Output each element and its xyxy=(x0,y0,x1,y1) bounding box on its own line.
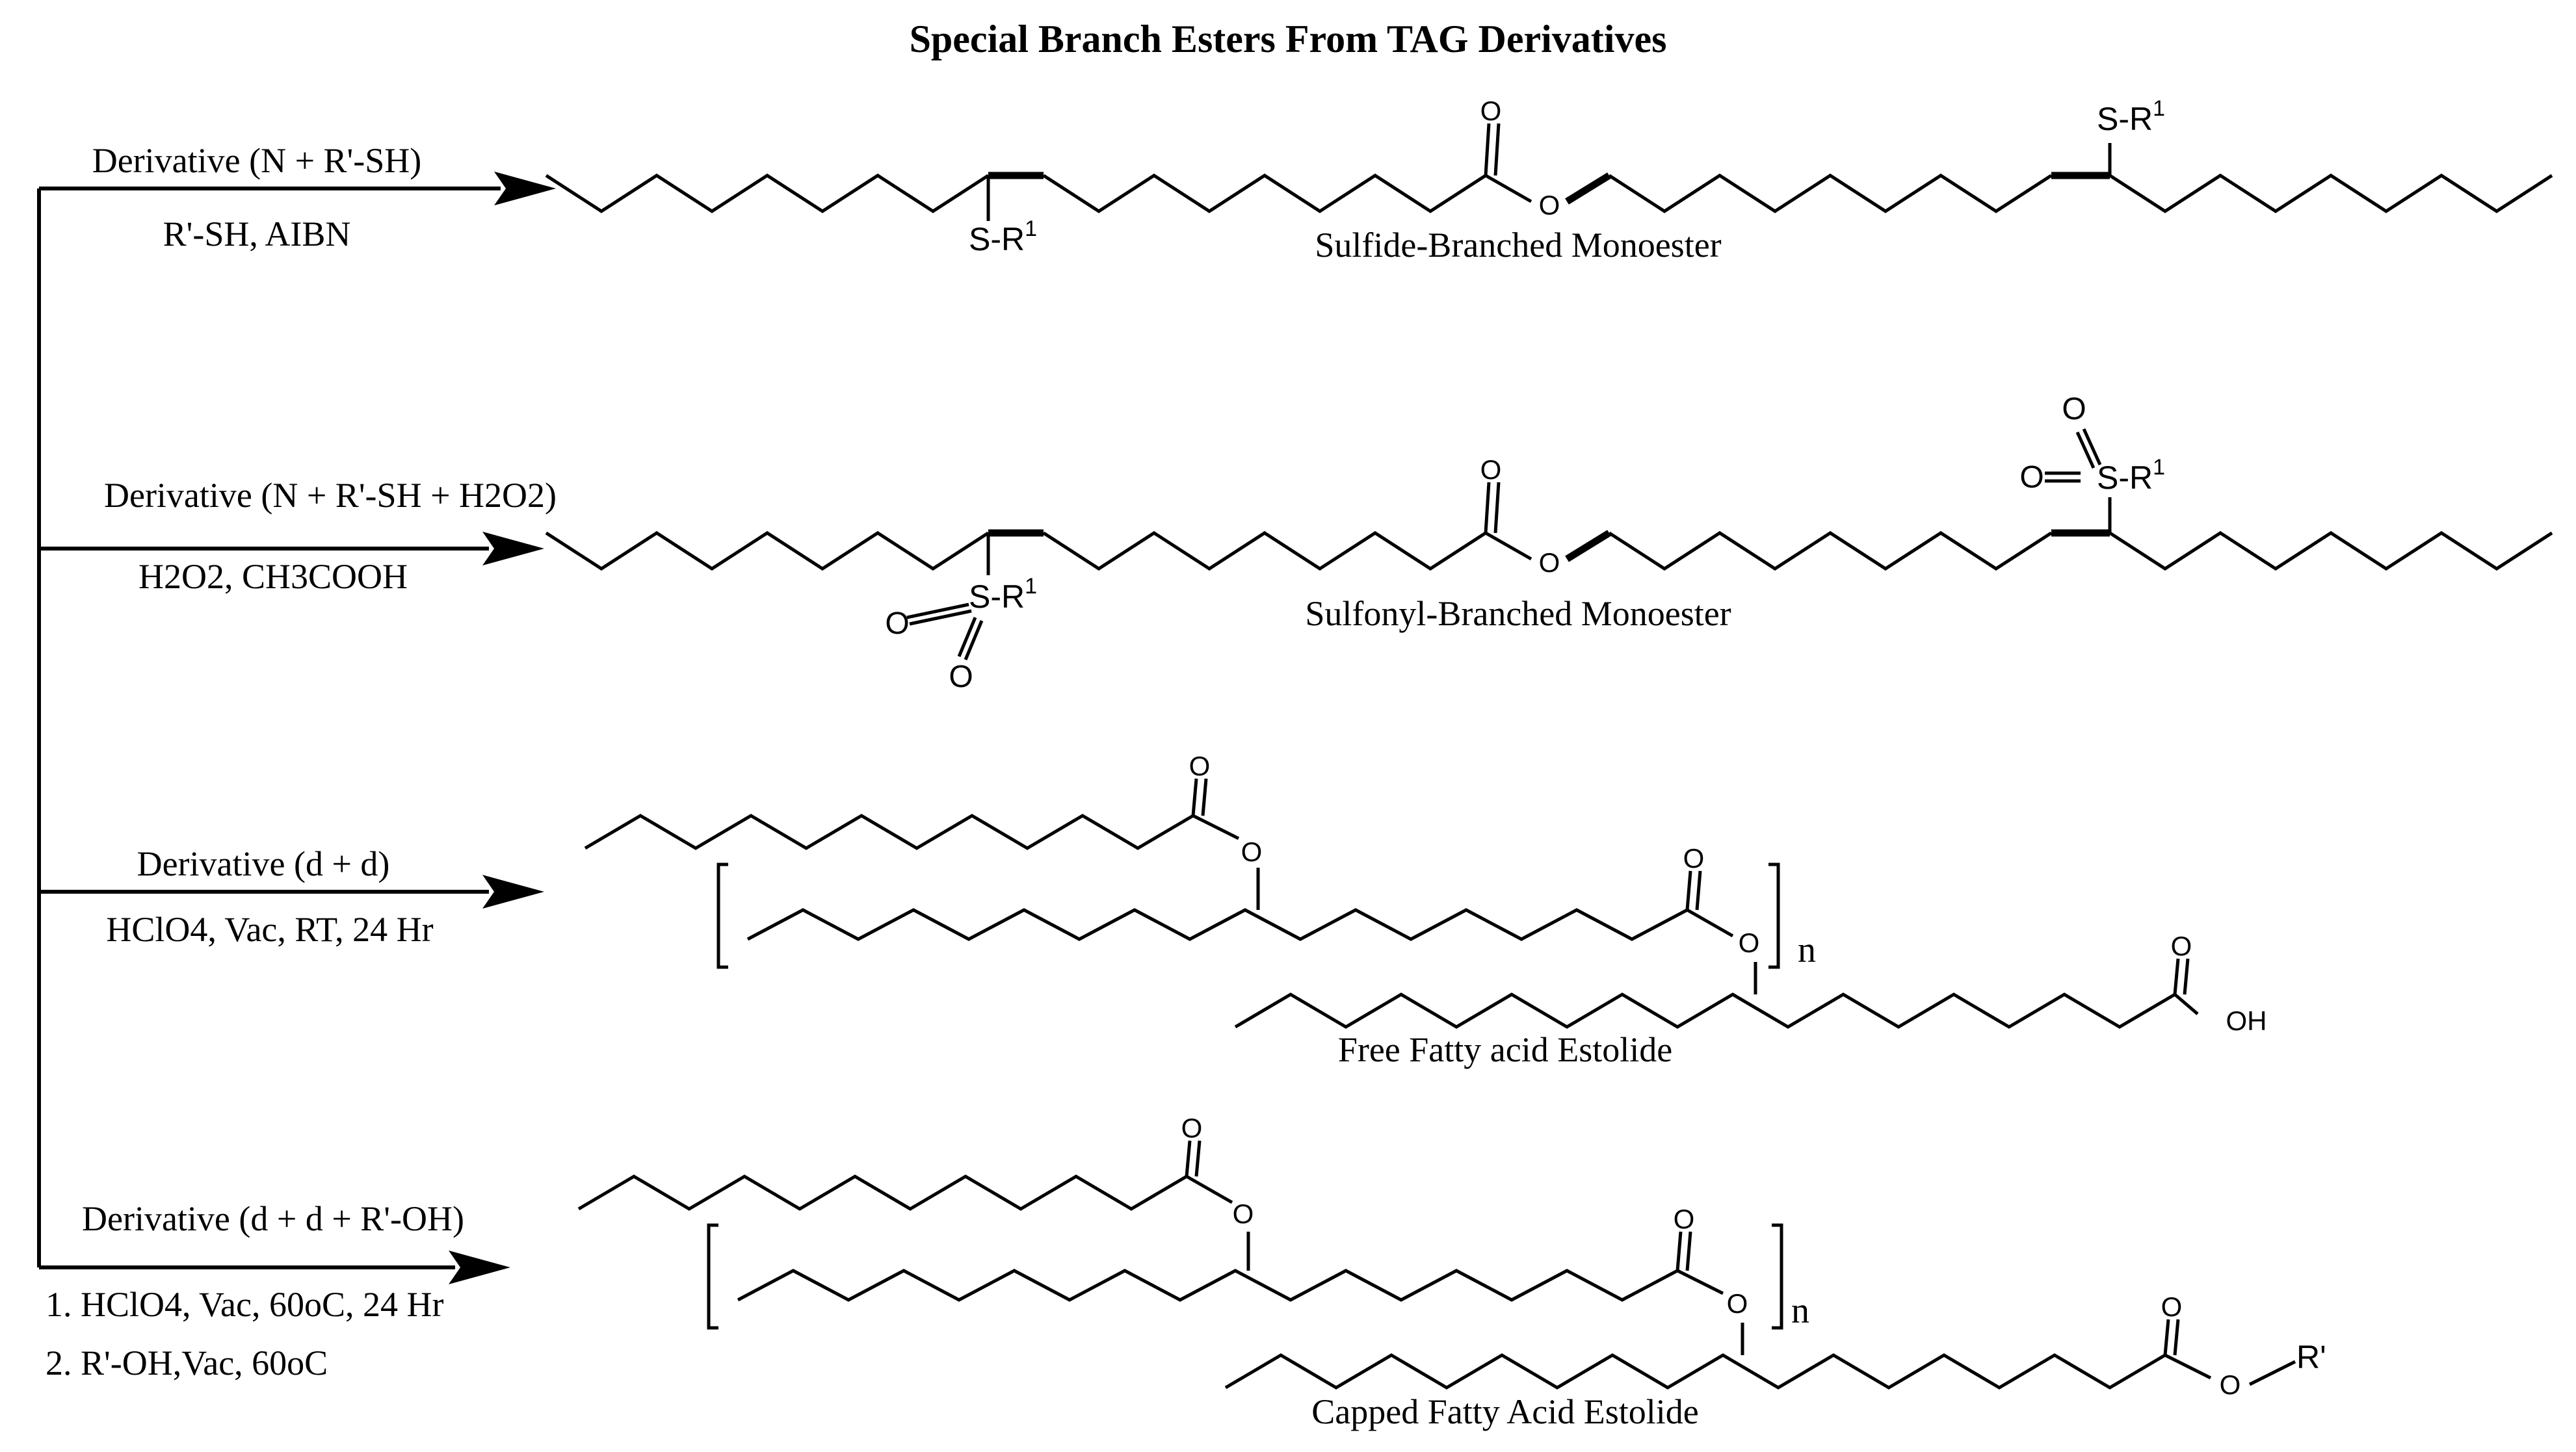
derivative-label-4: Derivative (d + d + R'-OH) xyxy=(82,1199,464,1238)
product-name-1: Sulfide-Branched Monoester xyxy=(1315,226,1721,265)
sulfonyl-oxygen-right-a: O xyxy=(2062,392,2086,426)
ester-oxygen-4a: O xyxy=(1233,1199,1254,1229)
hydroxyl-group: OH xyxy=(2226,1005,2267,1036)
derivative-label-2: Derivative (N + R'-SH + H2O2) xyxy=(104,476,557,515)
reaction-arrow-3 xyxy=(39,875,544,909)
derivative-label-1: Derivative (N + R'-SH) xyxy=(92,141,422,180)
cap-group: R' xyxy=(2296,1339,2326,1375)
derivative-label-3: Derivative (d + d) xyxy=(137,844,390,883)
ester-oxygen-4b: O xyxy=(1727,1288,1748,1319)
sulfonyl-oxygen-left-b: O xyxy=(949,660,973,694)
scheme-title: Special Branch Esters From TAG Derivativ… xyxy=(910,18,1667,60)
cap-ester-oxygen: O xyxy=(2220,1369,2241,1400)
condition-label-1: R'-SH, AIBN xyxy=(163,214,351,253)
sulfide-group-right: S-R1 xyxy=(2097,96,2165,137)
condition-label-2: H2O2, CH3COOH xyxy=(138,557,408,596)
sulfonyl-group-right: S-R1 xyxy=(2097,455,2165,496)
carbonyl-oxygen-1: O xyxy=(1480,96,1502,126)
carbonyl-oxygen-4a: O xyxy=(1181,1113,1203,1143)
carbonyl-oxygen-4c: O xyxy=(2161,1291,2183,1322)
carbonyl-oxygen-4b: O xyxy=(1674,1204,1695,1234)
carbonyl-oxygen-3b: O xyxy=(1683,843,1705,874)
sulfide-monoester-structure xyxy=(545,123,2553,221)
repeat-subscript-3: n xyxy=(1798,930,1816,970)
sulfide-group-left: S-R1 xyxy=(969,216,1037,257)
carbonyl-oxygen-3a: O xyxy=(1189,751,1211,781)
free-estolide-structure xyxy=(584,778,2199,1029)
condition-label-3: HClO4, Vac, RT, 24 Hr xyxy=(106,910,433,949)
carbonyl-oxygen-3c: O xyxy=(2171,931,2192,961)
product-name-3: Free Fatty acid Estolide xyxy=(1338,1030,1672,1069)
sulfonyl-oxygen-left-a: O xyxy=(885,606,909,641)
sulfonyl-monoester-structure xyxy=(545,428,2553,660)
product-name-4: Capped Fatty Acid Estolide xyxy=(1311,1392,1698,1431)
ester-oxygen-3a: O xyxy=(1241,836,1263,867)
ester-oxygen-2: O xyxy=(1539,547,1560,578)
capped-estolide-structure xyxy=(577,1140,2296,1390)
sulfonyl-oxygen-right-b: O xyxy=(2019,460,2044,495)
reaction-arrow-2 xyxy=(39,532,544,565)
ester-oxygen-3b: O xyxy=(1739,927,1760,958)
condition-label-4b: 2. R'-OH,Vac, 60oC xyxy=(46,1343,328,1382)
ester-oxygen-1: O xyxy=(1539,190,1560,220)
product-name-2: Sulfonyl-Branched Monoester xyxy=(1305,594,1731,633)
sulfonyl-group-left: S-R1 xyxy=(969,574,1037,615)
repeat-subscript-4: n xyxy=(1791,1291,1809,1331)
reaction-arrow-4 xyxy=(39,1251,510,1284)
carbonyl-oxygen-2: O xyxy=(1480,454,1502,485)
reaction-arrow-1 xyxy=(39,172,556,205)
condition-label-4a: 1. HClO4, Vac, 60oC, 24 Hr xyxy=(46,1285,444,1324)
